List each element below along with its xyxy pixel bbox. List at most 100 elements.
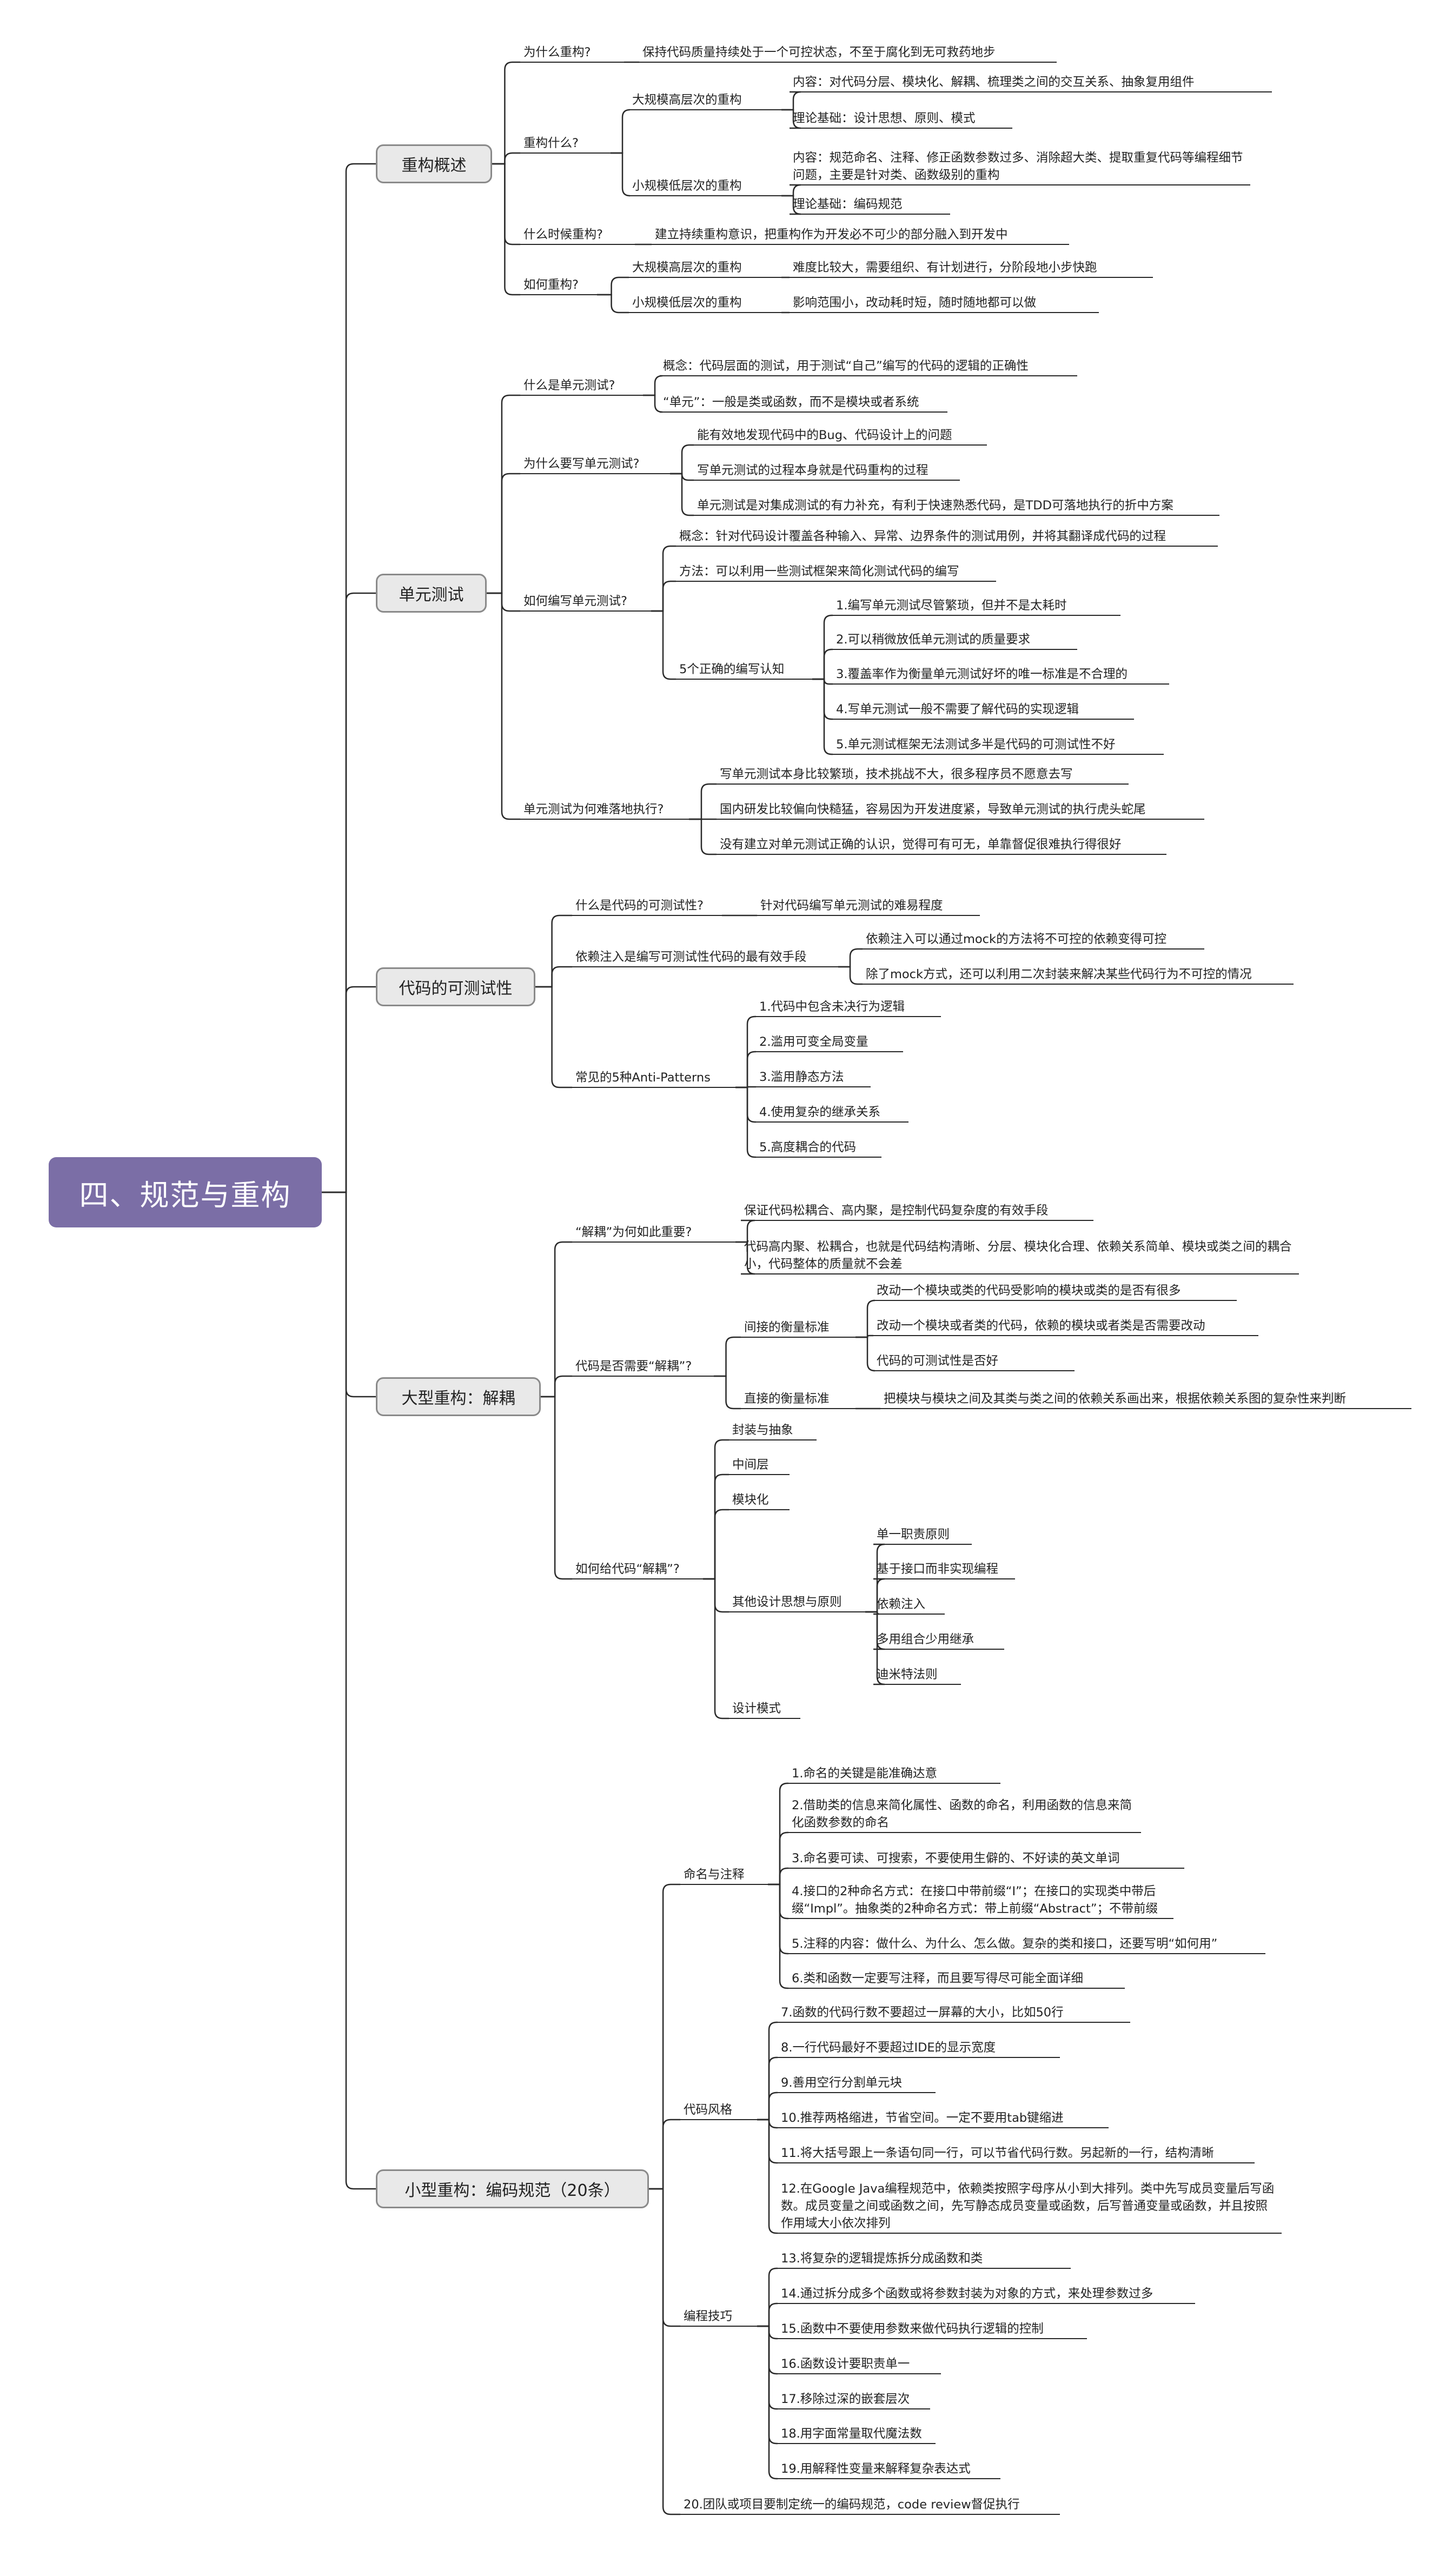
module-small-refactor[interactable]: 小型重构：编码规范（20条） [376,2169,649,2208]
m1-how-small-a[interactable]: 影响范围小，改动耗时短，随时随地都可以做 [793,296,1037,310]
m1-large-t[interactable]: 理论基础：设计思想、原则、模式 [793,111,976,125]
m3-a2[interactable]: 2.滥用可变全局变量 [759,1035,868,1049]
m5-k13[interactable]: 13.将复杂的逻辑提炼拆分成函数和类 [781,2252,983,2266]
m1-small-t[interactable]: 理论基础：编码规范 [793,197,903,211]
m4-p3[interactable]: 依赖注入 [877,1597,926,1611]
m3-a4[interactable]: 4.使用复杂的继承关系 [759,1105,880,1119]
m5-style[interactable]: 代码风格 [684,2103,733,2117]
m4-direct-a[interactable]: 把模块与模块之间及其类与类之间的依赖关系画出来，根据依赖关系图的复杂性来判断 [884,1392,1347,1406]
m2-hard-1[interactable]: 写单元测试本身比较繁琐，技术挑战不大，很多程序员不愿意去写 [720,767,1073,781]
m3-di-1[interactable]: 依赖注入可以通过mock的方法将不可控的依赖变得可控 [866,932,1167,946]
m1-why[interactable]: 为什么重构? [523,45,591,59]
m5-s10[interactable]: 10.推荐两格缩进，节省空间。一定不要用tab键缩进 [781,2111,1064,2125]
m2-what-1[interactable]: 概念：代码层面的测试，用于测试“自己”编写的代码的逻辑的正确性 [663,359,1029,373]
m5-k20[interactable]: 20.团队或项目要制定统一的编码规范，code review督促执行 [684,2498,1020,2512]
m4-ind-3[interactable]: 代码的可测试性是否好 [877,1354,999,1368]
m2-why-1[interactable]: 能有效地发现代码中的Bug、代码设计上的问题 [697,428,952,442]
m2-how-3[interactable]: 5个正确的编写认知 [679,662,785,676]
m4-how[interactable]: 如何给代码“解耦”? [575,1562,680,1576]
m5-n1[interactable]: 1.命名的关键是能准确达意 [792,1767,937,1781]
m3-what[interactable]: 什么是代码的可测试性? [575,899,704,913]
edge-m5-n1 [768,1782,788,1885]
m5-s11[interactable]: 11.将大括号跟上一条语句同一行，可以节省代码行数。另起新的一行，结构清晰 [781,2146,1214,2160]
m2-why[interactable]: 为什么要写单元测试? [523,457,640,471]
root-topic[interactable]: 四、规范与重构 [49,1157,322,1227]
m4-h3[interactable]: 模块化 [732,1493,769,1507]
m3-anti[interactable]: 常见的5种Anti-Patterns [575,1071,711,1085]
m5-skill[interactable]: 编程技巧 [684,2309,733,2323]
m4-ind-1[interactable]: 改动一个模块或类的代码受影响的模块或类的是否有很多 [877,1284,1181,1298]
m3-a3[interactable]: 3.滥用静态方法 [759,1070,844,1084]
m2-what-2[interactable]: “单元”：一般是类或函数，而不是模块或者系统 [663,395,919,409]
m5-s7[interactable]: 7.函数的代码行数不要超过一屏幕的大小，比如50行 [781,2006,1064,2020]
m2-how[interactable]: 如何编写单元测试? [523,594,627,608]
m3-di[interactable]: 依赖注入是编写可测试性代码的最有效手段 [575,950,807,964]
m4-ind-2[interactable]: 改动一个模块或者类的代码，依赖的模块或者类是否需要改动 [877,1319,1205,1333]
m5-s8[interactable]: 8.一行代码最好不要超过IDE的显示宽度 [781,2041,996,2055]
m2-hard[interactable]: 单元测试为何难落地执行? [523,802,664,816]
m4-h2[interactable]: 中间层 [732,1458,769,1472]
m1-when-ans[interactable]: 建立持续重构意识，把重构作为开发必不可少的部分融入到开发中 [655,228,1008,242]
m4-p1[interactable]: 单一职责原则 [877,1528,950,1542]
m4-h4[interactable]: 其他设计思想与原则 [732,1595,842,1609]
m5-s9[interactable]: 9.善用空行分割单元块 [781,2076,902,2090]
m1-why-ans[interactable]: 保持代码质量持续处于一个可控状态，不至于腐化到无可救药地步 [642,45,996,59]
m2-c4[interactable]: 4.写单元测试一般不需要了解代码的实现逻辑 [836,702,1079,716]
m1-how[interactable]: 如何重构? [523,278,579,292]
m4-why-1[interactable]: 保证代码松耦合、高内聚，是控制代码复杂度的有效手段 [744,1204,1049,1218]
m2-c1[interactable]: 1.编写单元测试尽管繁琐，但并不是太耗时 [836,599,1067,613]
m4-p4[interactable]: 多用组合少用继承 [877,1632,974,1646]
m3-a5[interactable]: 5.高度耦合的代码 [759,1140,856,1154]
m4-p2[interactable]: 基于接口而非实现编程 [877,1562,999,1576]
m2-why-2[interactable]: 写单元测试的过程本身就是代码重构的过程 [697,463,929,477]
m2-how-1[interactable]: 概念：针对代码设计覆盖各种输入、异常、边界条件的测试用例，并将其翻译成代码的过程 [679,529,1166,543]
m5-k14[interactable]: 14.通过拆分成多个函数或将参数封装为对象的方式，来处理参数过多 [781,2287,1153,2301]
edge-m5-k16 [757,2325,778,2375]
m3-a1[interactable]: 1.代码中包含未决行为逻辑 [759,1000,905,1014]
m2-c5[interactable]: 5.单元测试框架无法测试多半是代码的可测试性不好 [836,738,1116,752]
m5-k18[interactable]: 18.用字面常量取代魔法数 [781,2427,922,2441]
m4-p5[interactable]: 迪米特法则 [877,1668,938,1682]
m5-n5[interactable]: 5.注释的内容：做什么、为什么、怎么做。复杂的类和接口，还要写明“如何用” [792,1937,1218,1951]
m1-large-c[interactable]: 内容：对代码分层、模块化、解耦、梳理类之间的交互关系、抽象复用组件 [793,75,1195,89]
m4-h1[interactable]: 封装与抽象 [732,1423,793,1437]
m1-when[interactable]: 什么时候重构? [523,228,603,242]
module-testability[interactable]: 代码的可测试性 [376,967,535,1006]
m3-what-a[interactable]: 针对代码编写单元测试的难易程度 [760,899,943,913]
m5-k16[interactable]: 16.函数设计要职责单一 [781,2357,910,2371]
m2-hard-2[interactable]: 国内研发比较偏向快糙猛，容易因为开发进度紧，导致单元测试的执行虎头蛇尾 [720,802,1146,816]
m1-how-large-a[interactable]: 难度比较大，需要组织、有计划进行，分阶段地小步快跑 [793,261,1097,275]
m2-how-2[interactable]: 方法：可以利用一些测试框架来简化测试代码的编写 [679,565,959,579]
m4-why[interactable]: “解耦”为何如此重要? [575,1225,692,1239]
m5-naming[interactable]: 命名与注释 [684,1868,745,1882]
m5-n3[interactable]: 3.命名要可读、可搜索，不要使用生僻的、不好读的英文单词 [792,1851,1120,1865]
m1-how-small[interactable]: 小规模低层次的重构 [632,296,742,310]
m5-k17[interactable]: 17.移除过深的嵌套层次 [781,2392,910,2406]
m4-direct[interactable]: 直接的衡量标准 [744,1392,830,1406]
m5-n6[interactable]: 6.类和函数一定要写注释，而且要写得尽可能全面详细 [792,1971,1083,1986]
m2-c2[interactable]: 2.可以稍微放低单元测试的质量要求 [836,633,1030,647]
m1-small-c[interactable]: 内容：规范命名、注释、修正函数参数过多、消除超大类、提取重复代码等编程细节问题，… [793,151,1243,182]
module-large-refactor[interactable]: 大型重构：解耦 [376,1377,541,1416]
m5-k19[interactable]: 19.用解释性变量来解释复杂表达式 [781,2462,971,2476]
m2-c3[interactable]: 3.覆盖率作为衡量单元测试好坏的唯一标准是不合理的 [836,667,1128,681]
m4-indirect[interactable]: 间接的衡量标准 [744,1320,830,1335]
m5-s12[interactable]: 12.在Google Java编程规范中，依赖类按照字母序从小到大排列。类中先写… [781,2182,1275,2230]
m3-di-2[interactable]: 除了mock方式，还可以利用二次封装来解决某些代码行为不可控的情况 [866,967,1252,981]
m1-large[interactable]: 大规模高层次的重构 [632,93,742,107]
m5-k15[interactable]: 15.函数中不要使用参数来做代码执行逻辑的控制 [781,2322,1044,2336]
m1-what[interactable]: 重构什么? [523,136,579,150]
m1-how-large[interactable]: 大规模高层次的重构 [632,261,742,275]
module-refactor-overview[interactable]: 重构概述 [376,144,492,183]
module-unit-test[interactable]: 单元测试 [376,574,487,613]
m2-what[interactable]: 什么是单元测试? [523,379,615,393]
m5-n4[interactable]: 4.接口的2种命名方式：在接口中带前缀“I”；在接口的实现类中带后缀“Impl”… [792,1884,1158,1916]
m5-n2[interactable]: 2.借助类的信息来简化属性、函数的命名，利用函数的信息来简化函数参数的命名 [792,1798,1132,1830]
m4-need[interactable]: 代码是否需要“解耦”? [575,1359,692,1373]
m2-hard-3[interactable]: 没有建立对单元测试正确的认识，觉得可有可无，单靠督促很难执行得很好 [720,838,1122,852]
m4-why-2[interactable]: 代码高内聚、松耦合，也就是代码结构清晰、分层、模块化合理、依赖关系简单、模块或类… [744,1240,1292,1271]
edge-m5-s9 [757,2092,778,2121]
m2-why-3[interactable]: 单元测试是对集成测试的有力补充，有利于快速熟悉代码，是TDD可落地执行的折中方案 [697,499,1173,513]
m1-small[interactable]: 小规模低层次的重构 [632,179,742,193]
m4-h5[interactable]: 设计模式 [732,1702,781,1716]
